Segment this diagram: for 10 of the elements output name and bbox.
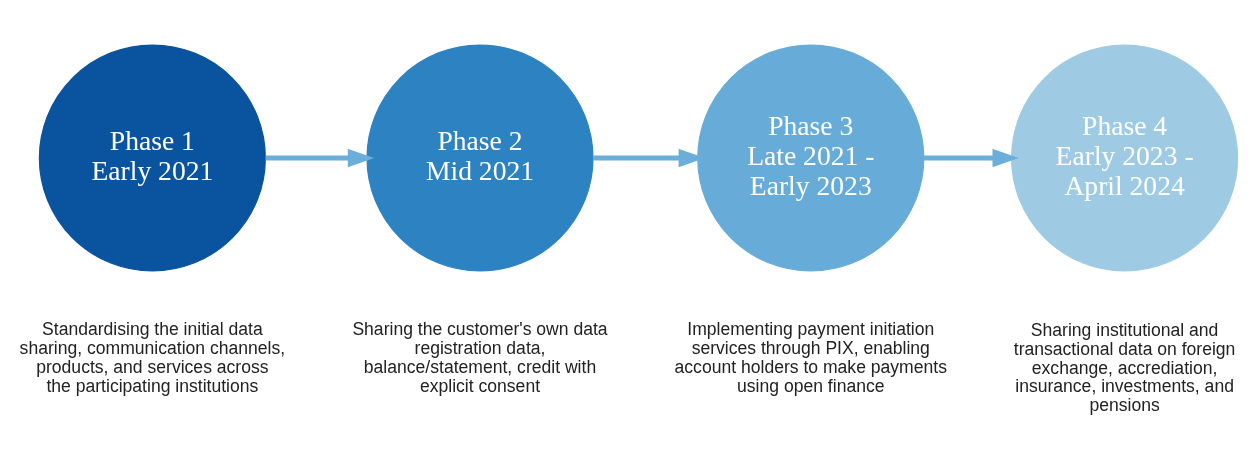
node-circle: Phase 3 Late 2021 - Early 2023 [697, 43, 925, 272]
node-label: Implementing payment initiation services through PIX, enabling account holders to make payments using open finance [674, 318, 947, 396]
arrow [923, 148, 1019, 167]
node-label: Standardising the initial data sharing, communication channels, products, and services across the participating institutions [19, 318, 286, 396]
node-label: Sharing institutional and transactional data on foreign exchange, accrediation, insurance, investments, and pensions [1013, 319, 1236, 415]
node-circle: Phase 4 Early 2023 - April 2024 [1011, 43, 1239, 272]
arrow [265, 148, 375, 167]
node-circle: Phase 2 Mid 2021 [366, 43, 594, 272]
node-circle: Phase 1 Early 2021 [38, 43, 266, 272]
node-label: Sharing the customer's own data registration data, balance/statement, credit with explicit consent [352, 318, 608, 396]
